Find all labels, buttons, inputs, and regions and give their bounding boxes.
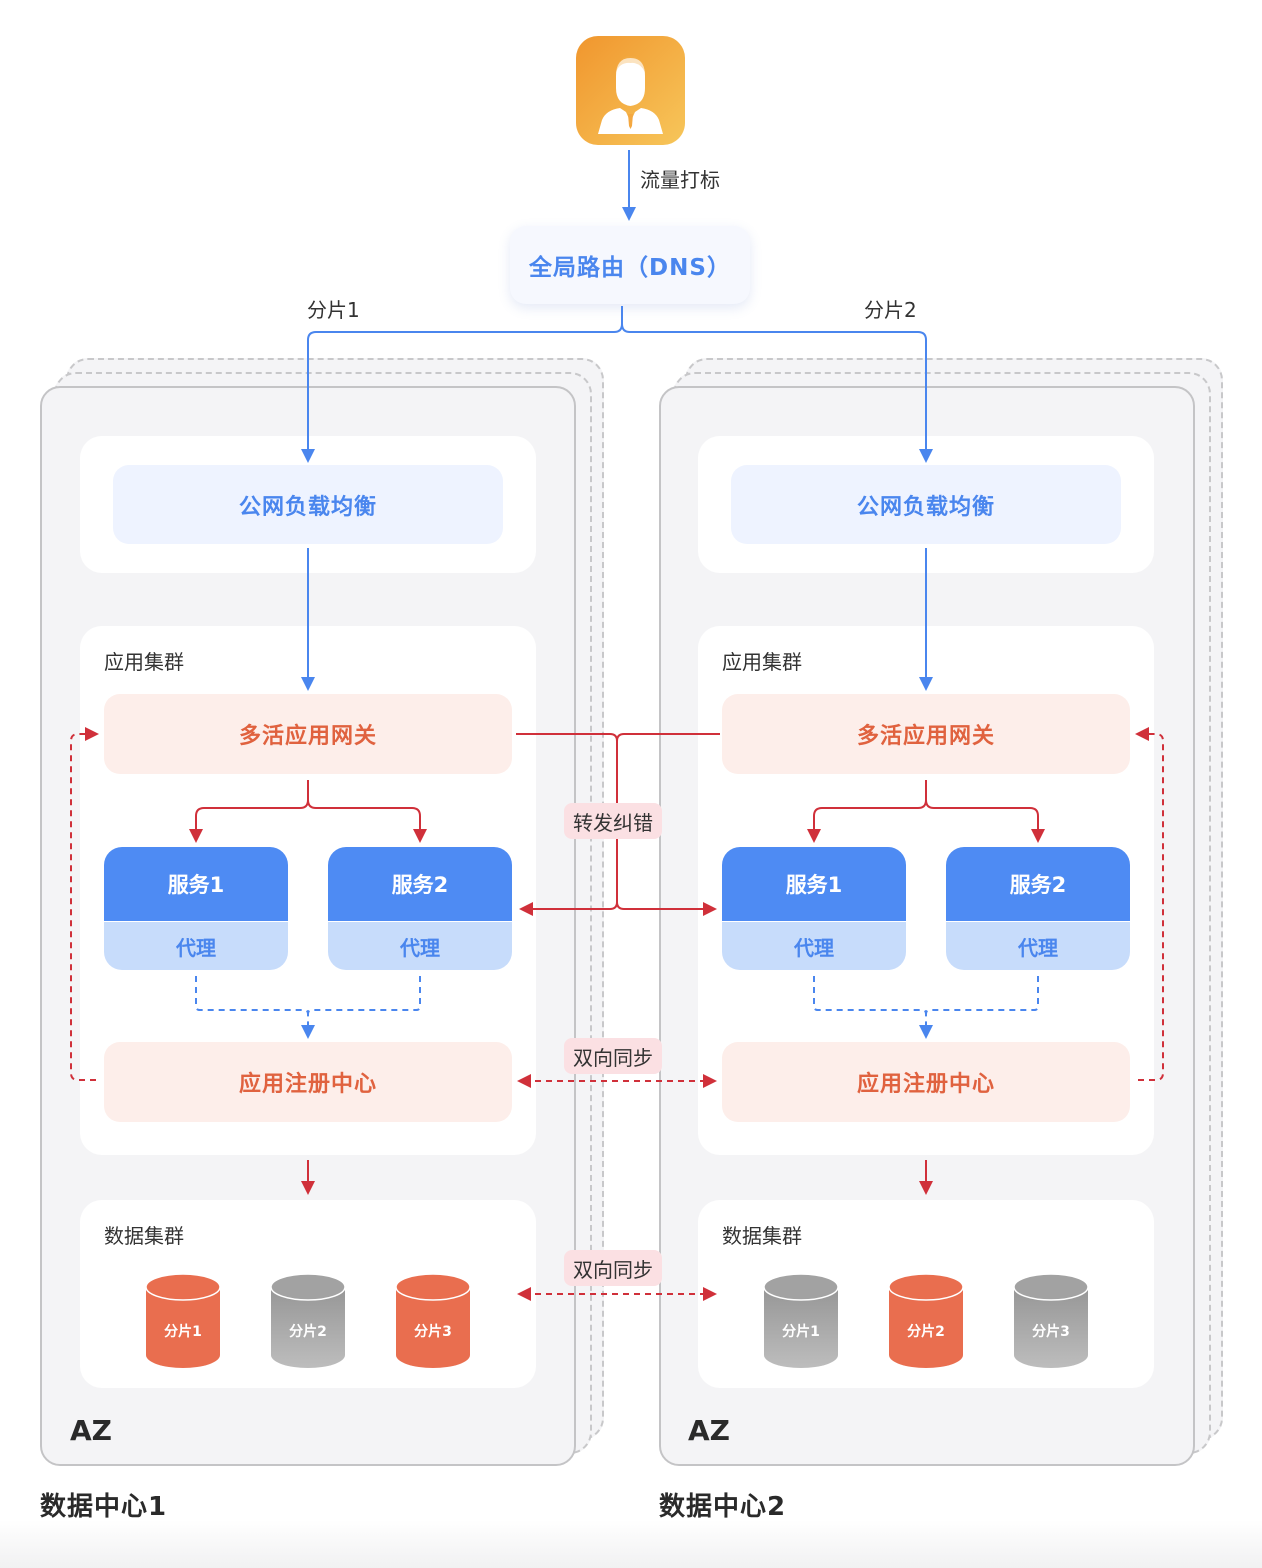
database-icon bbox=[395, 1273, 471, 1368]
dc2-shard-1-label: 分片1 bbox=[782, 1324, 820, 1340]
dc1-service-2-name: 服务2 bbox=[328, 847, 512, 922]
dc2-shard-2[interactable]: 分片2 bbox=[888, 1273, 964, 1369]
dc1-service-1[interactable]: 服务1 代理 bbox=[104, 847, 288, 970]
dc1-shard-1[interactable]: 分片1 bbox=[145, 1273, 221, 1369]
database-icon bbox=[1013, 1273, 1089, 1368]
dc2-app-cluster-label: 应用集群 bbox=[722, 650, 802, 674]
dc1-shard-3[interactable]: 分片3 bbox=[395, 1273, 471, 1369]
route-label-shard-1: 分片1 bbox=[307, 298, 360, 322]
dc2-shard-1[interactable]: 分片1 bbox=[763, 1273, 839, 1369]
dc2-shard-3-label: 分片3 bbox=[1032, 1324, 1070, 1340]
dc1-app-cluster-label: 应用集群 bbox=[104, 650, 184, 674]
dc1-load-balancer[interactable]: 公网负载均衡 bbox=[113, 465, 503, 544]
dc2-service-2[interactable]: 服务2 代理 bbox=[946, 847, 1130, 970]
dc2-data-cluster-label: 数据集群 bbox=[722, 1224, 802, 1248]
dc1-shard-2[interactable]: 分片2 bbox=[270, 1273, 346, 1369]
database-icon bbox=[888, 1273, 964, 1368]
dc1-shard-2-label: 分片2 bbox=[289, 1324, 327, 1340]
data-sync-tag: 双向同步 bbox=[564, 1250, 662, 1286]
dc1-service-2[interactable]: 服务2 代理 bbox=[328, 847, 512, 970]
dc2-shard-2-label: 分片2 bbox=[907, 1324, 945, 1340]
dc2-service-1-name: 服务1 bbox=[722, 847, 906, 922]
traffic-tagging-label: 流量打标 bbox=[640, 168, 720, 192]
dc2-service-2-name: 服务2 bbox=[946, 847, 1130, 922]
dc2-service-1-proxy: 代理 bbox=[722, 922, 906, 970]
dc1-service-1-proxy: 代理 bbox=[104, 922, 288, 970]
database-icon bbox=[145, 1273, 221, 1368]
user-icon bbox=[598, 56, 663, 134]
dc1-data-cluster-label: 数据集群 bbox=[104, 1224, 184, 1248]
dc2-load-balancer[interactable]: 公网负载均衡 bbox=[731, 465, 1121, 544]
dc1-gateway[interactable]: 多活应用网关 bbox=[104, 694, 512, 774]
dc1-service-2-proxy: 代理 bbox=[328, 922, 512, 970]
dc2-service-1[interactable]: 服务1 代理 bbox=[722, 847, 906, 970]
dc1-title: 数据中心1 bbox=[40, 1492, 168, 1522]
database-icon bbox=[270, 1273, 346, 1368]
user-avatar[interactable] bbox=[576, 36, 685, 145]
database-icon bbox=[763, 1273, 839, 1368]
dc1-shard-3-label: 分片3 bbox=[414, 1324, 452, 1340]
dc1-az-label: AZ bbox=[70, 1414, 112, 1447]
global-router-dns[interactable]: 全局路由（DNS） bbox=[510, 226, 750, 304]
dc2-shard-3[interactable]: 分片3 bbox=[1013, 1273, 1089, 1369]
dc1-registry[interactable]: 应用注册中心 bbox=[104, 1042, 512, 1122]
dc2-gateway[interactable]: 多活应用网关 bbox=[722, 694, 1130, 774]
dc2-service-2-proxy: 代理 bbox=[946, 922, 1130, 970]
registry-sync-tag: 双向同步 bbox=[564, 1038, 662, 1074]
dc1-shard-1-label: 分片1 bbox=[164, 1324, 202, 1340]
forward-correction-tag: 转发纠错 bbox=[564, 803, 662, 839]
dc2-title: 数据中心2 bbox=[659, 1492, 787, 1522]
route-label-shard-2: 分片2 bbox=[864, 298, 917, 322]
dc2-az-label: AZ bbox=[688, 1414, 730, 1447]
dc2-registry[interactable]: 应用注册中心 bbox=[722, 1042, 1130, 1122]
dc1-service-1-name: 服务1 bbox=[104, 847, 288, 922]
